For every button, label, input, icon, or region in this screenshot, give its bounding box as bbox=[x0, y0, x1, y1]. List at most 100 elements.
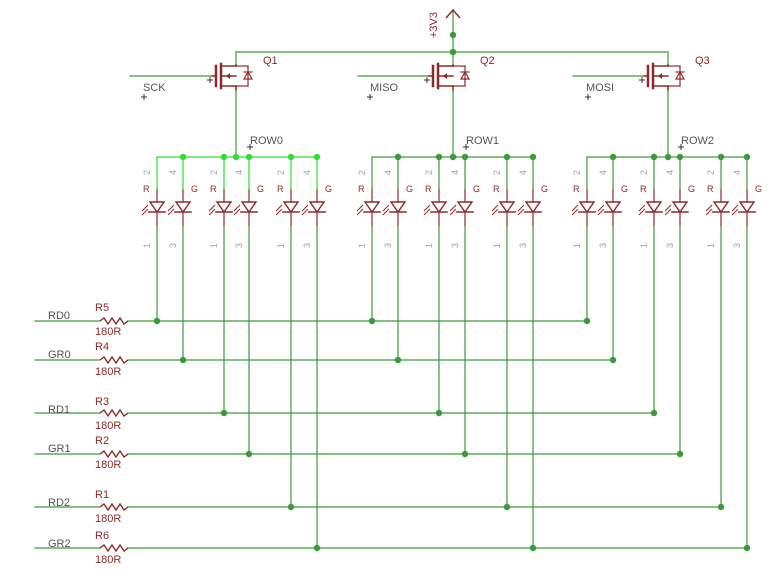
led-pin-anode: 2 bbox=[424, 170, 434, 175]
junction bbox=[529, 544, 537, 552]
led-emit-ray bbox=[597, 208, 605, 216]
resistor-5 bbox=[99, 543, 129, 553]
led-icon bbox=[148, 201, 166, 214]
led-emit-ray bbox=[491, 208, 499, 216]
led-icon bbox=[215, 201, 233, 214]
r6-name: R6 bbox=[95, 530, 109, 542]
row-junction bbox=[461, 153, 469, 161]
led-1-0 bbox=[356, 189, 381, 226]
junction bbox=[676, 450, 684, 458]
led-emit-ray bbox=[517, 208, 525, 216]
r5-value: 180R bbox=[95, 326, 121, 338]
led-emit-ray bbox=[382, 204, 390, 212]
row-junction bbox=[529, 153, 537, 161]
diode-icon bbox=[459, 70, 471, 80]
green-pin-label: G bbox=[257, 184, 264, 194]
miso-net-label: MISO bbox=[370, 82, 399, 94]
junction bbox=[220, 409, 228, 417]
q3-label: Q3 bbox=[695, 55, 710, 67]
led-pin-anode: 2 bbox=[706, 170, 716, 175]
led-emit-ray bbox=[705, 208, 713, 216]
led-pin-anode: 2 bbox=[209, 170, 219, 175]
led-emit-ray bbox=[233, 204, 241, 212]
led-emit-ray bbox=[208, 204, 216, 212]
led-pin-cathode: 1 bbox=[639, 243, 649, 248]
led-1-2 bbox=[423, 189, 448, 226]
led-icon bbox=[524, 201, 542, 214]
junction bbox=[583, 317, 591, 325]
resistor-0 bbox=[99, 316, 129, 326]
rd1-net-label: RD1 bbox=[48, 404, 70, 416]
led-pin-cathode: 1 bbox=[424, 243, 434, 248]
junction bbox=[717, 503, 725, 511]
led-emit-ray bbox=[664, 208, 672, 216]
resistor-3 bbox=[99, 449, 129, 459]
led-icon bbox=[712, 201, 730, 214]
led-pin-anode: 4 bbox=[598, 170, 608, 175]
led-emit-ray bbox=[449, 204, 457, 212]
junction bbox=[503, 503, 511, 511]
led-pin-anode: 2 bbox=[639, 170, 649, 175]
led-emit-ray bbox=[233, 208, 241, 216]
led-pin-cathode: 1 bbox=[492, 243, 502, 248]
row2-net-label: ROW2 bbox=[681, 135, 714, 147]
r4-name: R4 bbox=[95, 341, 109, 353]
red-pin-label: R bbox=[210, 184, 217, 194]
led-2-2 bbox=[638, 189, 663, 226]
led-emit-ray bbox=[356, 204, 364, 212]
led-icon bbox=[240, 201, 258, 214]
led-pin-cathode: 1 bbox=[572, 243, 582, 248]
components: 21R43G21R43G21R43G21R43G21R43G21R43G21R4… bbox=[99, 8, 762, 553]
led-pin-anode: 4 bbox=[518, 170, 528, 175]
junction bbox=[650, 409, 658, 417]
junction bbox=[394, 356, 402, 364]
led-emit-ray bbox=[208, 208, 216, 216]
led-pin-cathode: 3 bbox=[383, 243, 393, 248]
body-arrow-icon bbox=[658, 73, 662, 79]
row-junction bbox=[717, 153, 725, 161]
red-pin-label: R bbox=[277, 184, 284, 194]
led-emit-ray bbox=[141, 204, 149, 212]
led-pin-anode: 4 bbox=[450, 170, 460, 175]
row-junction bbox=[435, 153, 443, 161]
red-pin-label: R bbox=[143, 184, 150, 194]
rd2-net-label: RD2 bbox=[48, 497, 70, 509]
mosfet-2 bbox=[428, 62, 471, 91]
led-icon bbox=[578, 201, 596, 214]
led-emit-ray bbox=[141, 208, 149, 216]
led-pin-cathode: 3 bbox=[732, 243, 742, 248]
r3-value: 180R bbox=[95, 420, 121, 432]
led-icon bbox=[174, 201, 192, 214]
led-0-2 bbox=[208, 189, 233, 226]
led-pin-cathode: 3 bbox=[302, 243, 312, 248]
row-junction bbox=[503, 153, 511, 161]
red-pin-label: R bbox=[640, 184, 647, 194]
led-0-0 bbox=[141, 189, 166, 226]
row-junction bbox=[609, 153, 617, 161]
led-0-5 bbox=[301, 189, 326, 226]
led-pin-cathode: 1 bbox=[209, 243, 219, 248]
led-emit-ray bbox=[301, 204, 309, 212]
led-icon bbox=[389, 201, 407, 214]
green-pin-label: G bbox=[541, 184, 548, 194]
row-junction bbox=[287, 153, 295, 161]
led-1-3 bbox=[449, 189, 474, 226]
red-pin-label: R bbox=[573, 184, 580, 194]
led-emit-ray bbox=[571, 204, 579, 212]
led-icon bbox=[738, 201, 756, 214]
r4-value: 180R bbox=[95, 366, 121, 378]
led-2-5 bbox=[731, 189, 756, 226]
led-emit-ray bbox=[423, 208, 431, 216]
led-pin-anode: 2 bbox=[357, 170, 367, 175]
gr2-net-label: GR2 bbox=[48, 538, 71, 550]
led-emit-ray bbox=[356, 208, 364, 216]
junction bbox=[153, 317, 161, 325]
power-arrow-icon bbox=[445, 8, 461, 19]
red-pin-label: R bbox=[358, 184, 365, 194]
led-emit-ray bbox=[597, 204, 605, 212]
led-pin-cathode: 1 bbox=[357, 243, 367, 248]
r1-name: R1 bbox=[95, 489, 109, 501]
junction bbox=[449, 48, 457, 56]
r3-name: R3 bbox=[95, 396, 109, 408]
green-pin-label: G bbox=[406, 184, 413, 194]
